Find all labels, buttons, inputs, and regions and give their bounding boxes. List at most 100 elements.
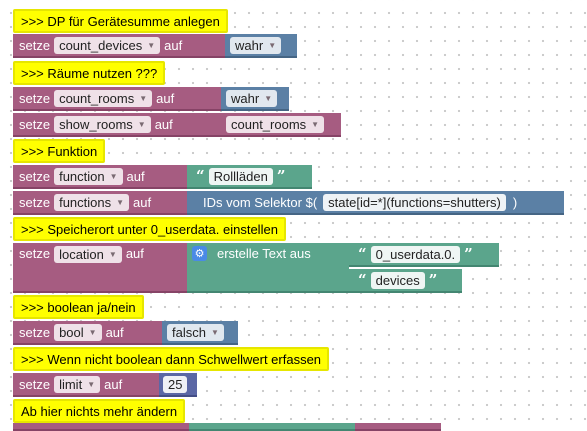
variable-dropdown[interactable]: show_rooms ▼ xyxy=(54,115,151,133)
number-value[interactable]: 25 xyxy=(163,375,188,393)
boolean-value: wahr xyxy=(235,37,264,53)
variable-get-block[interactable]: count_rooms ▼ xyxy=(220,113,341,137)
variable-name: functions xyxy=(59,194,112,210)
comment-text: >>> Räume nutzen ??? xyxy=(21,65,158,81)
boolean-block[interactable]: falsch ▼ xyxy=(162,321,238,345)
auf-label: auf xyxy=(125,246,144,261)
variable-name: location xyxy=(59,247,104,262)
variable-dropdown[interactable]: functions ▼ xyxy=(54,193,130,211)
comment-text: >>> DP für Gerätesumme anlegen xyxy=(21,13,220,29)
auf-label: auf xyxy=(104,376,123,392)
comment-block[interactable]: >>> DP für Gerätesumme anlegen xyxy=(13,9,228,33)
set-variable-block[interactable]: setze count_rooms ▼ auf xyxy=(13,87,225,111)
comment-block[interactable]: >>> boolean ja/nein xyxy=(13,295,144,319)
number-block[interactable]: 25 xyxy=(159,373,197,397)
set-variable-block[interactable]: setze show_rooms ▼ auf xyxy=(13,113,225,137)
close-quote-icon: ” xyxy=(428,271,438,289)
comment-text: >>> Speicherort unter 0_userdata. einste… xyxy=(21,221,278,237)
auf-label: auf xyxy=(105,324,124,340)
variable-dropdown[interactable]: function ▼ xyxy=(54,167,123,185)
setze-label: setze xyxy=(19,168,51,184)
text-block[interactable]: “ Rollläden ” xyxy=(187,165,312,189)
dropdown-arrow-icon: ▼ xyxy=(210,327,219,337)
create-text-block[interactable]: ⚙ erstelle Text aus xyxy=(187,243,349,293)
variable-name: function xyxy=(59,168,105,184)
set-variable-block[interactable]: setze function ▼ auf xyxy=(13,165,191,189)
dropdown-arrow-icon: ▼ xyxy=(268,40,277,50)
text-block[interactable]: “ 0_userdata.0. ” xyxy=(349,243,499,267)
boolean-dropdown[interactable]: wahr ▼ xyxy=(226,89,278,107)
comment-block[interactable]: >>> Funktion xyxy=(13,139,106,163)
selector-block[interactable]: IDs vom Selektor $( state[id=*](function… xyxy=(187,191,564,215)
setze-label: setze xyxy=(19,194,51,210)
text-value[interactable]: 0_userdata.0. xyxy=(370,245,461,263)
comment-block[interactable]: >>> Wenn nicht boolean dann Schwellwert … xyxy=(13,347,330,371)
setze-label: setze xyxy=(19,376,51,392)
variable-dropdown[interactable]: count_rooms ▼ xyxy=(226,115,325,133)
boolean-dropdown[interactable]: falsch ▼ xyxy=(167,323,224,341)
dropdown-arrow-icon: ▼ xyxy=(137,119,146,129)
variable-dropdown[interactable]: count_rooms ▼ xyxy=(54,89,153,107)
dropdown-arrow-icon: ▼ xyxy=(311,119,320,129)
close-quote-icon: ” xyxy=(276,167,286,185)
set-variable-block[interactable]: setze bool ▼ auf xyxy=(13,321,166,345)
variable-dropdown[interactable]: bool ▼ xyxy=(54,323,102,341)
comment-text: >>> boolean ja/nein xyxy=(21,299,136,315)
dropdown-arrow-icon: ▼ xyxy=(147,40,156,50)
create-text-label: erstelle Text aus xyxy=(217,246,311,261)
dropdown-arrow-icon: ▼ xyxy=(116,197,125,207)
dropdown-arrow-icon: ▼ xyxy=(108,250,117,259)
open-quote-icon: “ xyxy=(196,167,205,185)
open-quote-icon: “ xyxy=(358,245,367,263)
dropdown-arrow-icon: ▼ xyxy=(264,93,273,103)
text-block[interactable] xyxy=(189,423,355,431)
set-variable-block[interactable] xyxy=(13,423,193,431)
auf-label: auf xyxy=(154,116,173,132)
boolean-value: wahr xyxy=(231,90,260,106)
variable-name: count_devices xyxy=(59,37,143,53)
text-value[interactable]: devices xyxy=(370,271,425,289)
variable-dropdown[interactable]: location ▼ xyxy=(54,246,122,263)
setze-label: setze xyxy=(19,324,51,340)
variable-name: show_rooms xyxy=(59,116,133,132)
variable-name: count_rooms xyxy=(59,90,135,106)
open-quote-icon: “ xyxy=(358,271,367,289)
boolean-block[interactable]: wahr ▼ xyxy=(221,87,289,111)
gear-icon[interactable]: ⚙ xyxy=(192,246,207,261)
comment-block[interactable]: >>> Räume nutzen ??? xyxy=(13,61,166,85)
auf-label: auf xyxy=(126,168,145,184)
variable-dropdown[interactable]: count_devices ▼ xyxy=(54,36,161,54)
selector-label: IDs vom Selektor $( xyxy=(203,194,318,210)
set-variable-block[interactable]: setze limit ▼ auf xyxy=(13,373,163,397)
variable-name: bool xyxy=(59,324,84,340)
setze-label: setze xyxy=(19,116,51,132)
setze-label: setze xyxy=(19,90,51,106)
set-variable-block[interactable]: setze count_devices▼ auf xyxy=(13,34,229,58)
variable-name: limit xyxy=(59,376,83,392)
boolean-dropdown[interactable]: wahr ▼ xyxy=(230,36,282,54)
selector-close-paren: ) xyxy=(512,194,518,210)
close-quote-icon: ” xyxy=(464,245,473,263)
comment-block[interactable]: >>> Speicherort unter 0_userdata. einste… xyxy=(13,217,286,241)
comment-text: >>> Funktion xyxy=(21,143,98,159)
setze-label: setze xyxy=(19,37,51,53)
comment-text: Ab hier nichts mehr ändern xyxy=(21,403,178,419)
dropdown-arrow-icon: ▼ xyxy=(87,379,96,389)
text-block[interactable]: “ devices ” xyxy=(349,269,462,293)
set-variable-block[interactable]: setze functions▼ auf xyxy=(13,191,191,215)
dropdown-arrow-icon: ▼ xyxy=(139,93,148,103)
boolean-block[interactable]: wahr ▼ xyxy=(225,34,297,58)
variable-name: count_rooms xyxy=(231,116,307,132)
variable-get-block[interactable] xyxy=(355,423,441,431)
auf-label: auf xyxy=(156,90,175,106)
dropdown-arrow-icon: ▼ xyxy=(109,171,118,181)
text-value[interactable]: Rollläden xyxy=(208,167,273,185)
boolean-value: falsch xyxy=(172,324,206,340)
set-variable-block[interactable]: setze location ▼ auf xyxy=(13,243,191,293)
variable-dropdown[interactable]: limit ▼ xyxy=(54,375,101,393)
setze-label: setze xyxy=(19,246,51,261)
comment-text: >>> Wenn nicht boolean dann Schwellwert … xyxy=(21,351,322,367)
comment-block[interactable]: Ab hier nichts mehr ändern xyxy=(13,399,186,423)
selector-input[interactable]: state[id=*](functions=shutters) xyxy=(323,193,506,211)
dropdown-arrow-icon: ▼ xyxy=(88,327,97,337)
